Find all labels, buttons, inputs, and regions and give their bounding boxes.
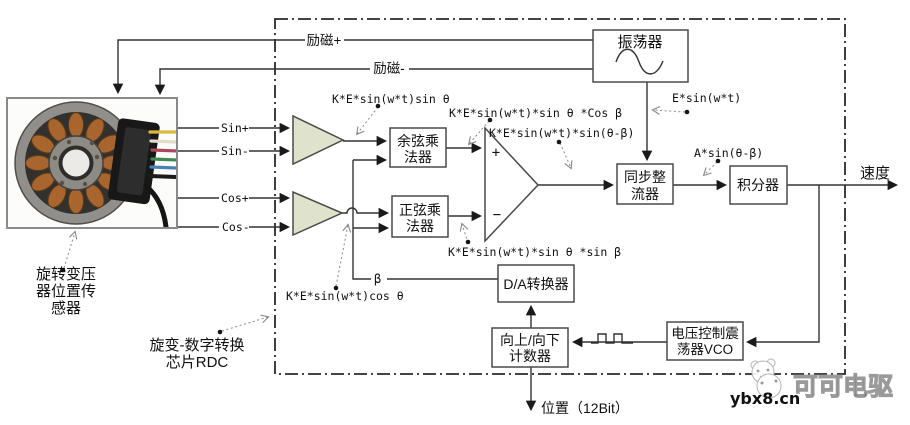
oscillator-block: 振荡器	[592, 29, 689, 83]
sine-wave-icon	[615, 48, 664, 75]
sensor-caption-1: 旋转变压	[36, 266, 96, 283]
sync-rectifier-label-1: 同步整	[624, 169, 666, 185]
resolver-photo	[6, 97, 178, 229]
wire-labels: 励磁+ 励磁- Sin+ Sin- Cos+ Cos- β	[219, 33, 409, 286]
excitation-plus-wire	[112, 39, 593, 95]
vco-label-2: 荡器VCO	[677, 342, 733, 357]
integrator-label: 积分器	[737, 177, 779, 193]
integrator-to-vco-wire	[745, 185, 820, 348]
signal-cos-mult-out: K*E*sin(w*t)*sin θ *Cos β	[449, 106, 622, 120]
sin-multiplier-block: 正弦乘 法器	[391, 195, 449, 238]
signal-error: K*E*sin(w*t)*sin(θ-β)	[489, 126, 634, 140]
panda-logo-icon	[750, 358, 782, 399]
counter-block: 向上/向下 计数器	[491, 327, 569, 368]
sensor-caption-3: 感器	[51, 300, 81, 317]
stator-screws	[52, 139, 100, 187]
blocks: 振荡器 余弦乘 法器 正弦乘 法器 同步整 流器 积分器 D/A转换器 向	[389, 29, 788, 368]
cos-multiplier-block: 余弦乘 法器	[389, 127, 447, 168]
watermark-site: ybx8.cn	[730, 389, 800, 408]
summing-minus-sign: −	[493, 207, 501, 223]
signal-sin-mult-out: K*E*sin(w*t)*sin θ *sin β	[448, 245, 621, 259]
excitation-minus-wire	[154, 68, 593, 96]
rdc-caption-2: 芯片RDC	[166, 354, 229, 371]
sin-amplifier-symbol	[292, 114, 345, 166]
counter-label-2: 计数器	[509, 348, 551, 364]
signal-after-amp2: K*E*sin(w*t)cos θ	[286, 289, 404, 303]
cos-amplifier-symbol	[292, 190, 344, 237]
amplifiers: + −	[292, 114, 540, 243]
speed-output-label: 速度	[860, 165, 890, 182]
position-output-label: 位置（12Bit）	[541, 400, 629, 416]
cos-plus-label: Cos+	[221, 191, 249, 205]
vco-label-1: 电压控制震	[671, 326, 739, 341]
annotation-leaders	[60, 103, 721, 335]
cos-multiplier-label-1: 余弦乘	[397, 133, 439, 149]
connector-wires	[143, 130, 176, 227]
dac-label: D/A转换器	[503, 276, 568, 292]
signal-after-amp1: K*E*sin(w*t)sin θ	[332, 92, 450, 106]
signal-demodulated: A*sin(θ-β)	[694, 146, 763, 160]
sin-minus-label: Sin-	[221, 144, 249, 158]
captions: 旋转变压 器位置传 感器 旋变-数字转换 芯片RDC	[36, 266, 245, 371]
watermark: ybx8.cn 可可电驱	[730, 358, 894, 408]
excitation-minus-label: 励磁-	[373, 61, 405, 76]
summing-amplifier-symbol: + −	[484, 126, 540, 243]
sin-multiplier-label-1: 正弦乘	[399, 202, 441, 218]
signal-annotations: K*E*sin(w*t)sin θ K*E*sin(w*t)*sin θ *Co…	[286, 91, 763, 303]
resolver-stator-image	[14, 101, 176, 227]
excitation-plus-label: 励磁+	[307, 33, 342, 48]
sin-multiplier-label-2: 法器	[406, 218, 434, 234]
square-wave-icon	[591, 333, 633, 344]
cos-multiplier-label-2: 法器	[404, 149, 432, 165]
connector	[107, 118, 160, 205]
rdc-chip-boundary	[274, 18, 846, 375]
sensor-caption-2: 器位置传	[36, 283, 96, 300]
beta-label: β	[374, 272, 381, 286]
counter-label-1: 向上/向下	[500, 332, 560, 348]
sin-plus-label: Sin+	[221, 121, 249, 135]
vco-block: 电压控制震 荡器VCO	[666, 321, 744, 361]
dac-block: D/A转换器	[497, 264, 575, 303]
copper-windings	[25, 112, 127, 214]
cos-minus-label: Cos-	[222, 220, 250, 234]
oscillator-label: 振荡器	[617, 34, 662, 51]
sync-rectifier-label-2: 流器	[631, 186, 659, 202]
watermark-brand: 可可电驱	[793, 373, 893, 401]
dac-feedback-wire	[352, 160, 498, 280]
rdc-caption-1: 旋变-数字转换	[150, 337, 245, 354]
amp2-out-wire	[342, 207, 390, 219]
sync-rectifier-block: 同步整 流器	[616, 163, 674, 205]
integrator-block: 积分器	[729, 165, 788, 205]
signal-excitation-ref: E*sin(w*t)	[672, 91, 741, 105]
summing-plus-sign: +	[492, 145, 500, 161]
